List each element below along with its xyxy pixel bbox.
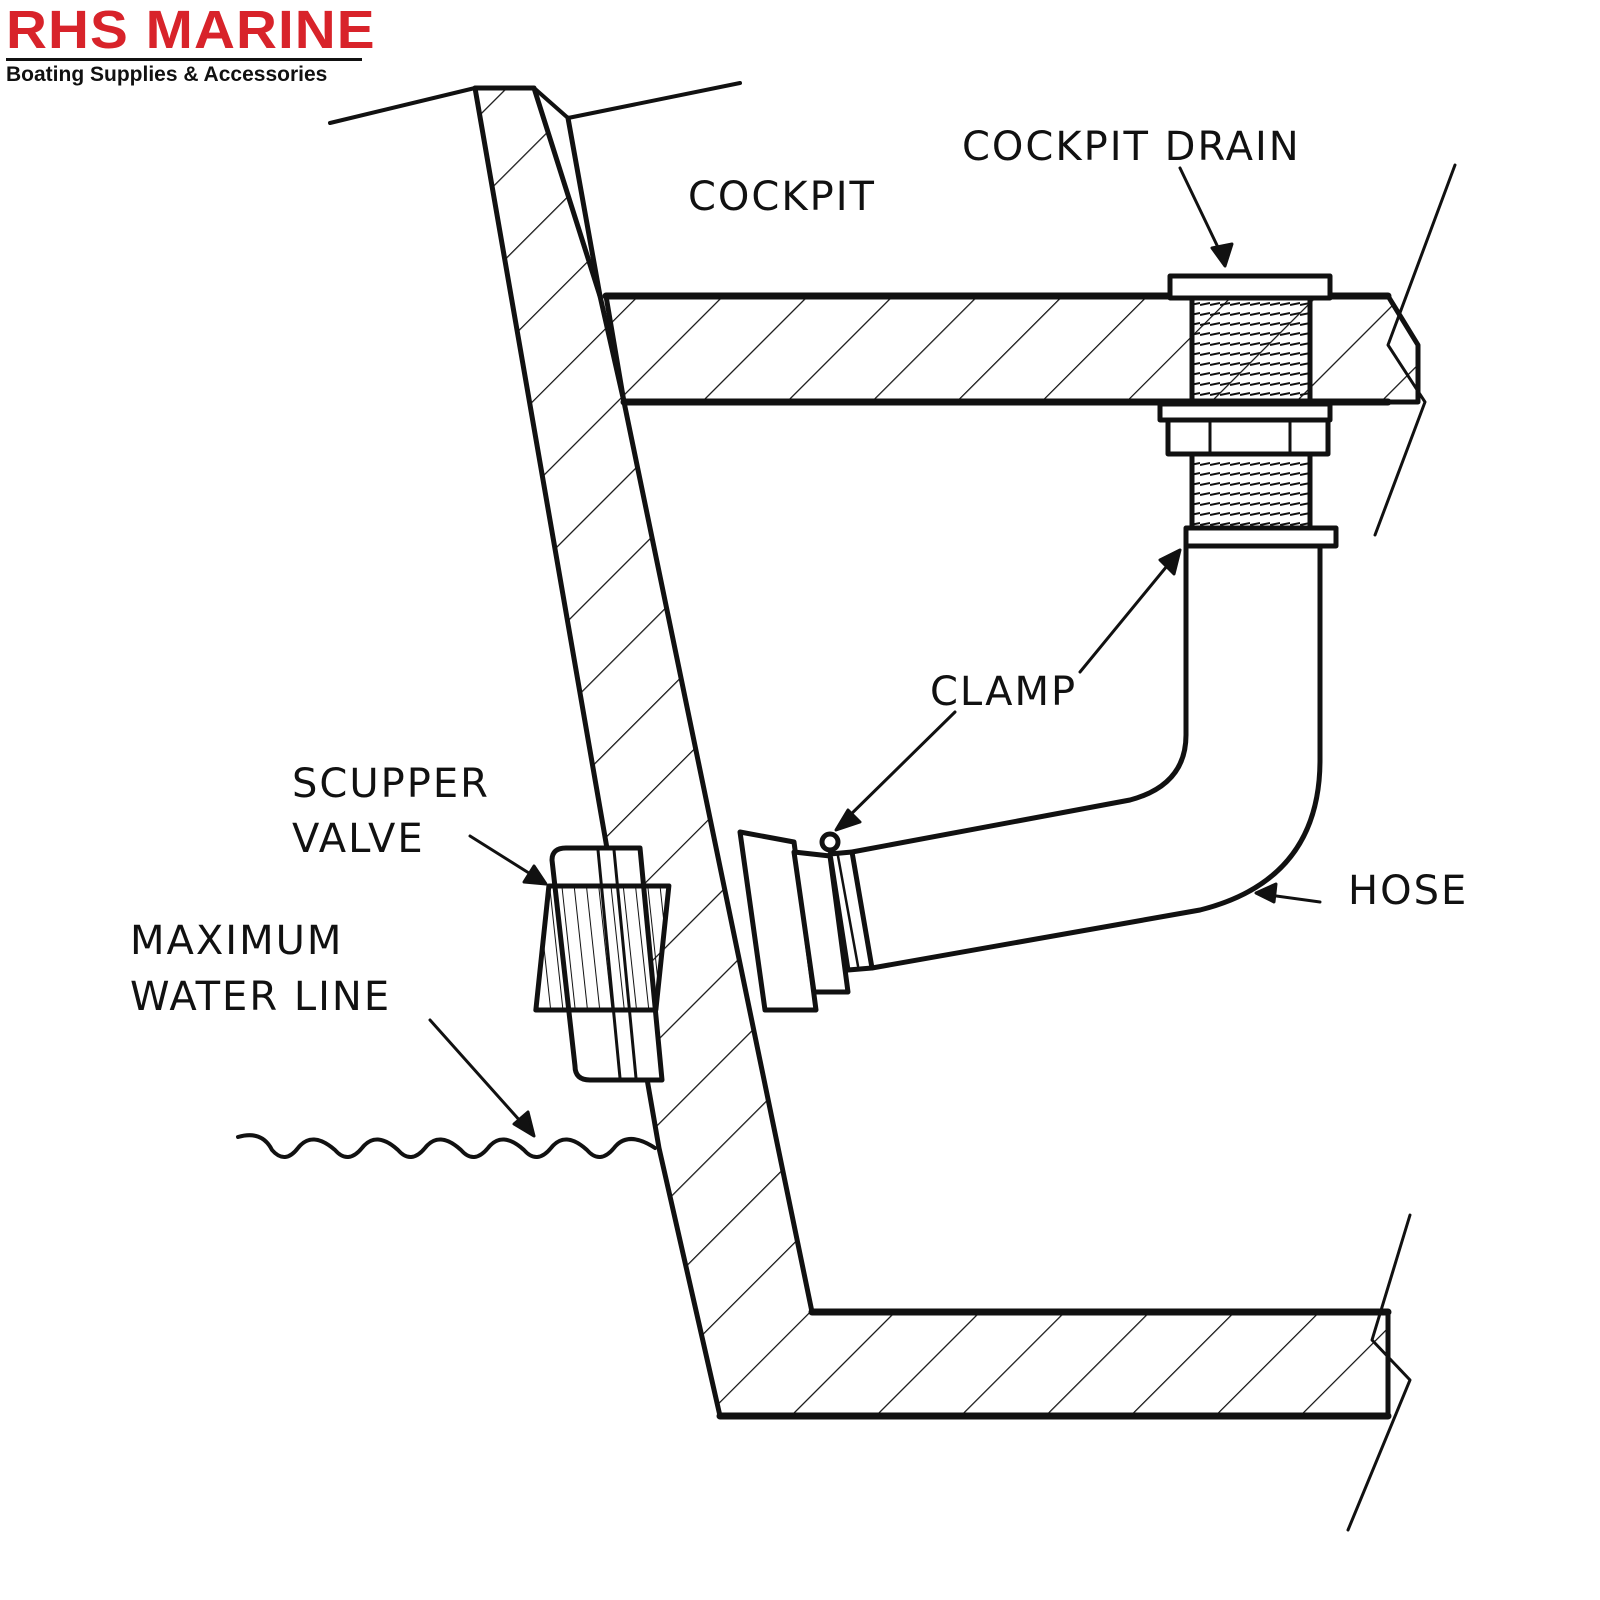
upper-break-line: [1373, 163, 1457, 537]
scupper-valve: [533, 829, 875, 1083]
label-cockpit: COCKPIT: [688, 174, 876, 220]
valve-hose-barb: [827, 849, 875, 973]
arrow-water-line: [428, 1018, 532, 1134]
valve-threaded-stem: [533, 883, 672, 1013]
label-valve: VALVE: [292, 816, 425, 862]
cockpit-drain-fitting: [1157, 273, 1339, 549]
brand-logo: RHS MARINE Boating Supplies & Accessorie…: [6, 3, 375, 86]
lower-break-line: [1346, 1213, 1412, 1532]
label-maximum: MAXIMUM: [130, 918, 343, 964]
logo-divider: [6, 58, 362, 61]
arrow-clamp-upper: [1078, 553, 1178, 674]
valve-nut-2: [791, 849, 851, 995]
logo-subtitle: Boating Supplies & Accessories: [6, 63, 328, 86]
logo-title: RHS MARINE: [6, 0, 376, 60]
callout-arrows: [428, 166, 1322, 1138]
clamp-screw: [819, 831, 841, 853]
drain-lower-thread: [1189, 451, 1313, 531]
label-water-line: WATER LINE: [130, 974, 391, 1020]
drain-nut: [1165, 417, 1331, 457]
drain-flange: [1167, 273, 1333, 301]
label-hose: HOSE: [1348, 868, 1468, 914]
water-surface: [236, 1133, 657, 1159]
hose-outline: [849, 543, 1323, 971]
label-scupper: SCUPPER: [292, 761, 490, 807]
drain-hose-clamp: [1183, 525, 1339, 549]
label-clamp: CLAMP: [930, 669, 1077, 715]
label-cockpit-drain: COCKPIT DRAIN: [962, 124, 1301, 170]
hull-inner-line: [565, 115, 603, 299]
drain-threaded-body: [1189, 295, 1313, 405]
arrow-clamp-lower: [838, 710, 957, 827]
